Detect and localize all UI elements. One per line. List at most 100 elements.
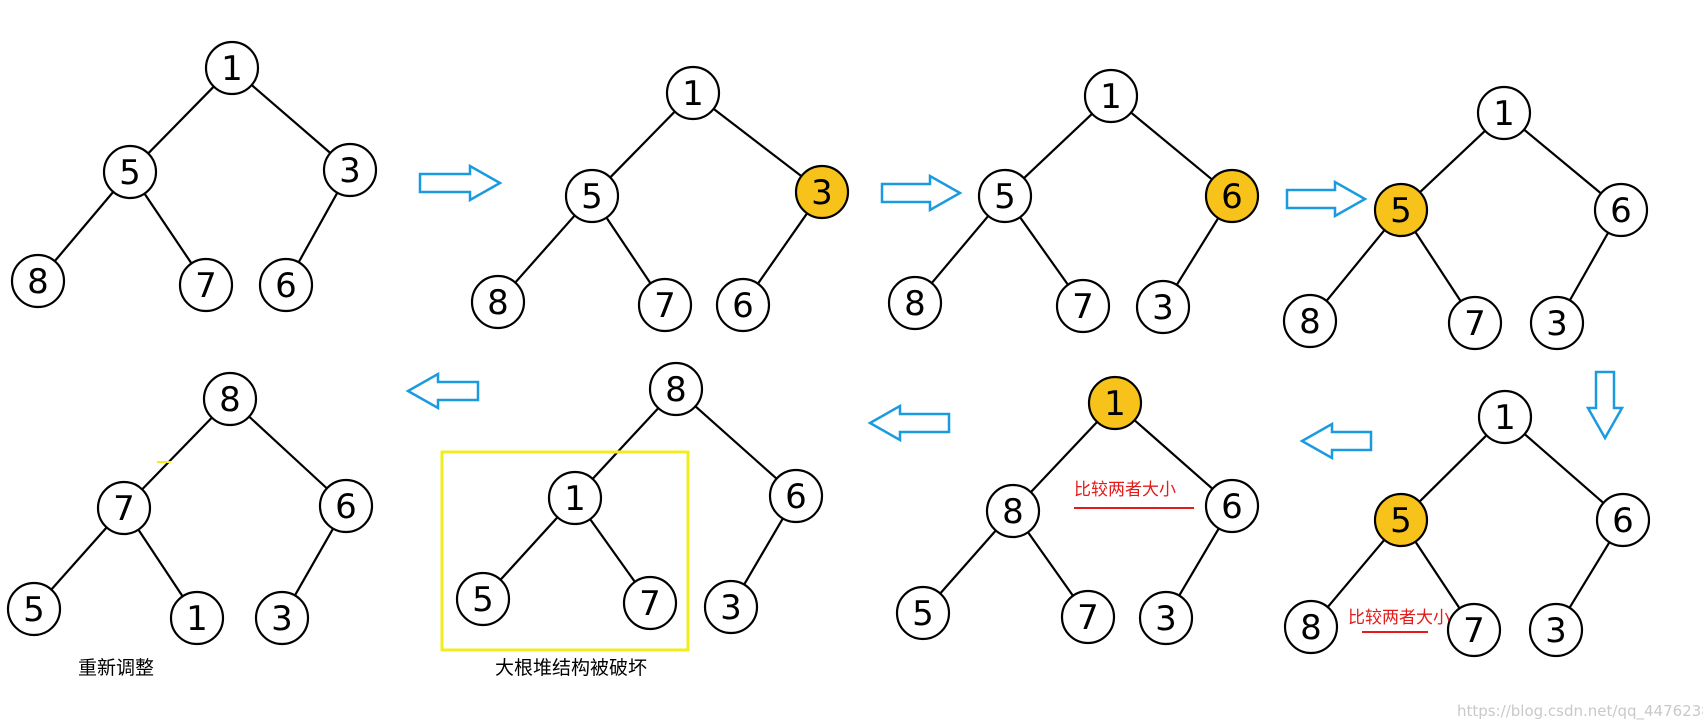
tree-edge <box>1414 231 1462 302</box>
node-value: 7 <box>639 584 661 624</box>
tree-node: 7 <box>1060 589 1116 645</box>
node-value: 8 <box>1002 492 1024 532</box>
node-value: 8 <box>219 380 241 420</box>
tree-edge <box>147 85 215 155</box>
tree-node: 3 <box>322 142 378 198</box>
tree-node: 1 <box>1477 389 1533 445</box>
node-value: 3 <box>339 151 361 191</box>
tree-node: 5 <box>564 168 620 224</box>
tree-edge <box>248 415 328 490</box>
tree-node: 8 <box>887 275 943 331</box>
tree-node: 6 <box>258 257 314 313</box>
tree-edge <box>605 216 652 285</box>
tree-node: 7 <box>1446 602 1502 658</box>
node-circle <box>1204 478 1260 534</box>
node-circle <box>715 277 771 333</box>
tree-edge <box>1133 419 1214 490</box>
node-circle <box>169 590 225 646</box>
tree-node: 8 <box>648 361 704 417</box>
node-circle <box>887 275 943 331</box>
tree-node: 3 <box>1529 295 1585 351</box>
node-circle <box>1283 599 1339 655</box>
node-circle <box>178 257 234 313</box>
tree-edge <box>1568 541 1611 609</box>
node-value: 6 <box>335 487 357 527</box>
node-circle <box>1477 389 1533 445</box>
tree-node: 6 <box>1595 492 1651 548</box>
tree-edge <box>589 518 636 583</box>
node-value: 5 <box>994 177 1016 217</box>
tree-node: 5 <box>6 581 62 637</box>
node-value: 3 <box>1545 611 1567 651</box>
arrows-layer <box>405 163 1625 461</box>
node-circle <box>648 361 704 417</box>
node-value: 5 <box>119 153 141 193</box>
node-value: 1 <box>1493 94 1515 134</box>
tree-node: 6 <box>715 277 771 333</box>
tree-edge <box>1523 433 1605 504</box>
arrow-right-icon <box>418 163 503 203</box>
tree-node: 3 <box>1138 590 1194 646</box>
tree-edge <box>297 192 339 263</box>
arrow-left-icon <box>1299 421 1373 461</box>
node-value: 1 <box>682 74 704 114</box>
tree-edge <box>53 191 115 262</box>
node-value: 8 <box>1300 608 1322 648</box>
node-value: 1 <box>564 479 586 519</box>
caption-readjust: 重新调整 <box>78 657 154 679</box>
node-circle <box>703 579 759 635</box>
tree-edge <box>1175 217 1220 286</box>
node-value: 7 <box>654 286 676 326</box>
node-circle <box>10 253 66 309</box>
node-value: 5 <box>1390 191 1412 231</box>
tree-edge <box>930 215 990 284</box>
node-circle <box>665 65 721 121</box>
tree-edge <box>1130 111 1213 181</box>
node-circle <box>895 585 951 641</box>
tree-edge <box>1030 421 1098 493</box>
tree-node: 7 <box>1055 278 1111 334</box>
tree-node: 3 <box>1135 279 1191 335</box>
node-circle <box>768 468 824 524</box>
tree-edge <box>1023 113 1093 179</box>
tree-node: 1 <box>169 590 225 646</box>
node-value: 6 <box>1221 487 1243 527</box>
tree-node: 6 <box>768 468 824 524</box>
node-value: 3 <box>720 588 742 628</box>
node-circle <box>1446 602 1502 658</box>
node-circle <box>455 571 511 627</box>
tree-edge <box>743 517 784 586</box>
node-value: 3 <box>271 599 293 639</box>
tree-edge <box>1568 232 1610 301</box>
node-value: 3 <box>811 173 833 213</box>
arrow-left-icon <box>867 403 951 443</box>
node-value: 3 <box>1546 304 1568 344</box>
tree-edge <box>609 110 676 179</box>
tree-node: 8 <box>985 483 1041 539</box>
caption-broken: 大根堆结构被破坏 <box>495 657 647 679</box>
node-circle <box>1060 589 1116 645</box>
heap-tree-8: 8 7 6 5 1 3 <box>6 371 374 646</box>
tree-node: 7 <box>1447 295 1503 351</box>
node-value: 7 <box>195 266 217 306</box>
tree-node: 6 <box>1204 168 1260 224</box>
tree-edge <box>250 84 332 154</box>
node-value: 5 <box>472 580 494 620</box>
tree-node: 5 <box>1373 182 1429 238</box>
tree-edge <box>141 416 213 491</box>
tree-node: 1 <box>1087 375 1143 431</box>
node-circle <box>96 480 152 536</box>
tree-node: 1 <box>1476 85 1532 141</box>
node-value: 6 <box>275 266 297 306</box>
node-value: 3 <box>1152 288 1174 328</box>
node-circle <box>547 470 603 526</box>
node-circle <box>1282 293 1338 349</box>
compare-label-1: 比较两者大小 <box>1074 480 1176 500</box>
tree-edge <box>712 107 803 178</box>
node-value: 7 <box>113 489 135 529</box>
